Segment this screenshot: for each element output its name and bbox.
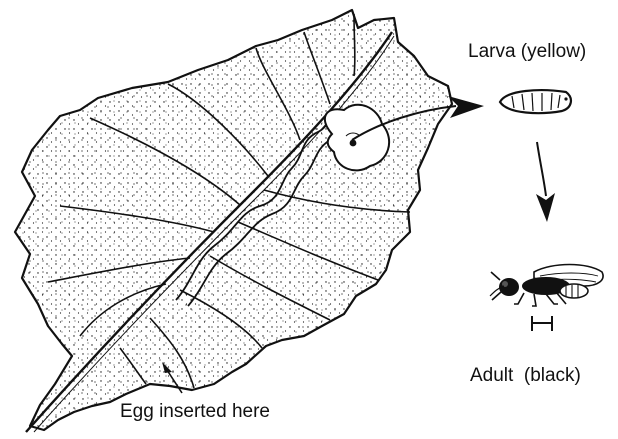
larva-icon [500,90,571,113]
leaf-stippling [0,0,460,439]
adult-fly-icon [490,265,603,307]
larva-label: Larva (yellow) [468,42,586,61]
holly-leaf [0,0,460,439]
larva-to-adult-arrow [536,142,555,222]
scale-bar-icon [532,316,552,331]
adult-label: Adult (black) [470,366,581,385]
egg-label: Egg inserted here [120,402,270,421]
larva-in-mine [350,140,357,147]
